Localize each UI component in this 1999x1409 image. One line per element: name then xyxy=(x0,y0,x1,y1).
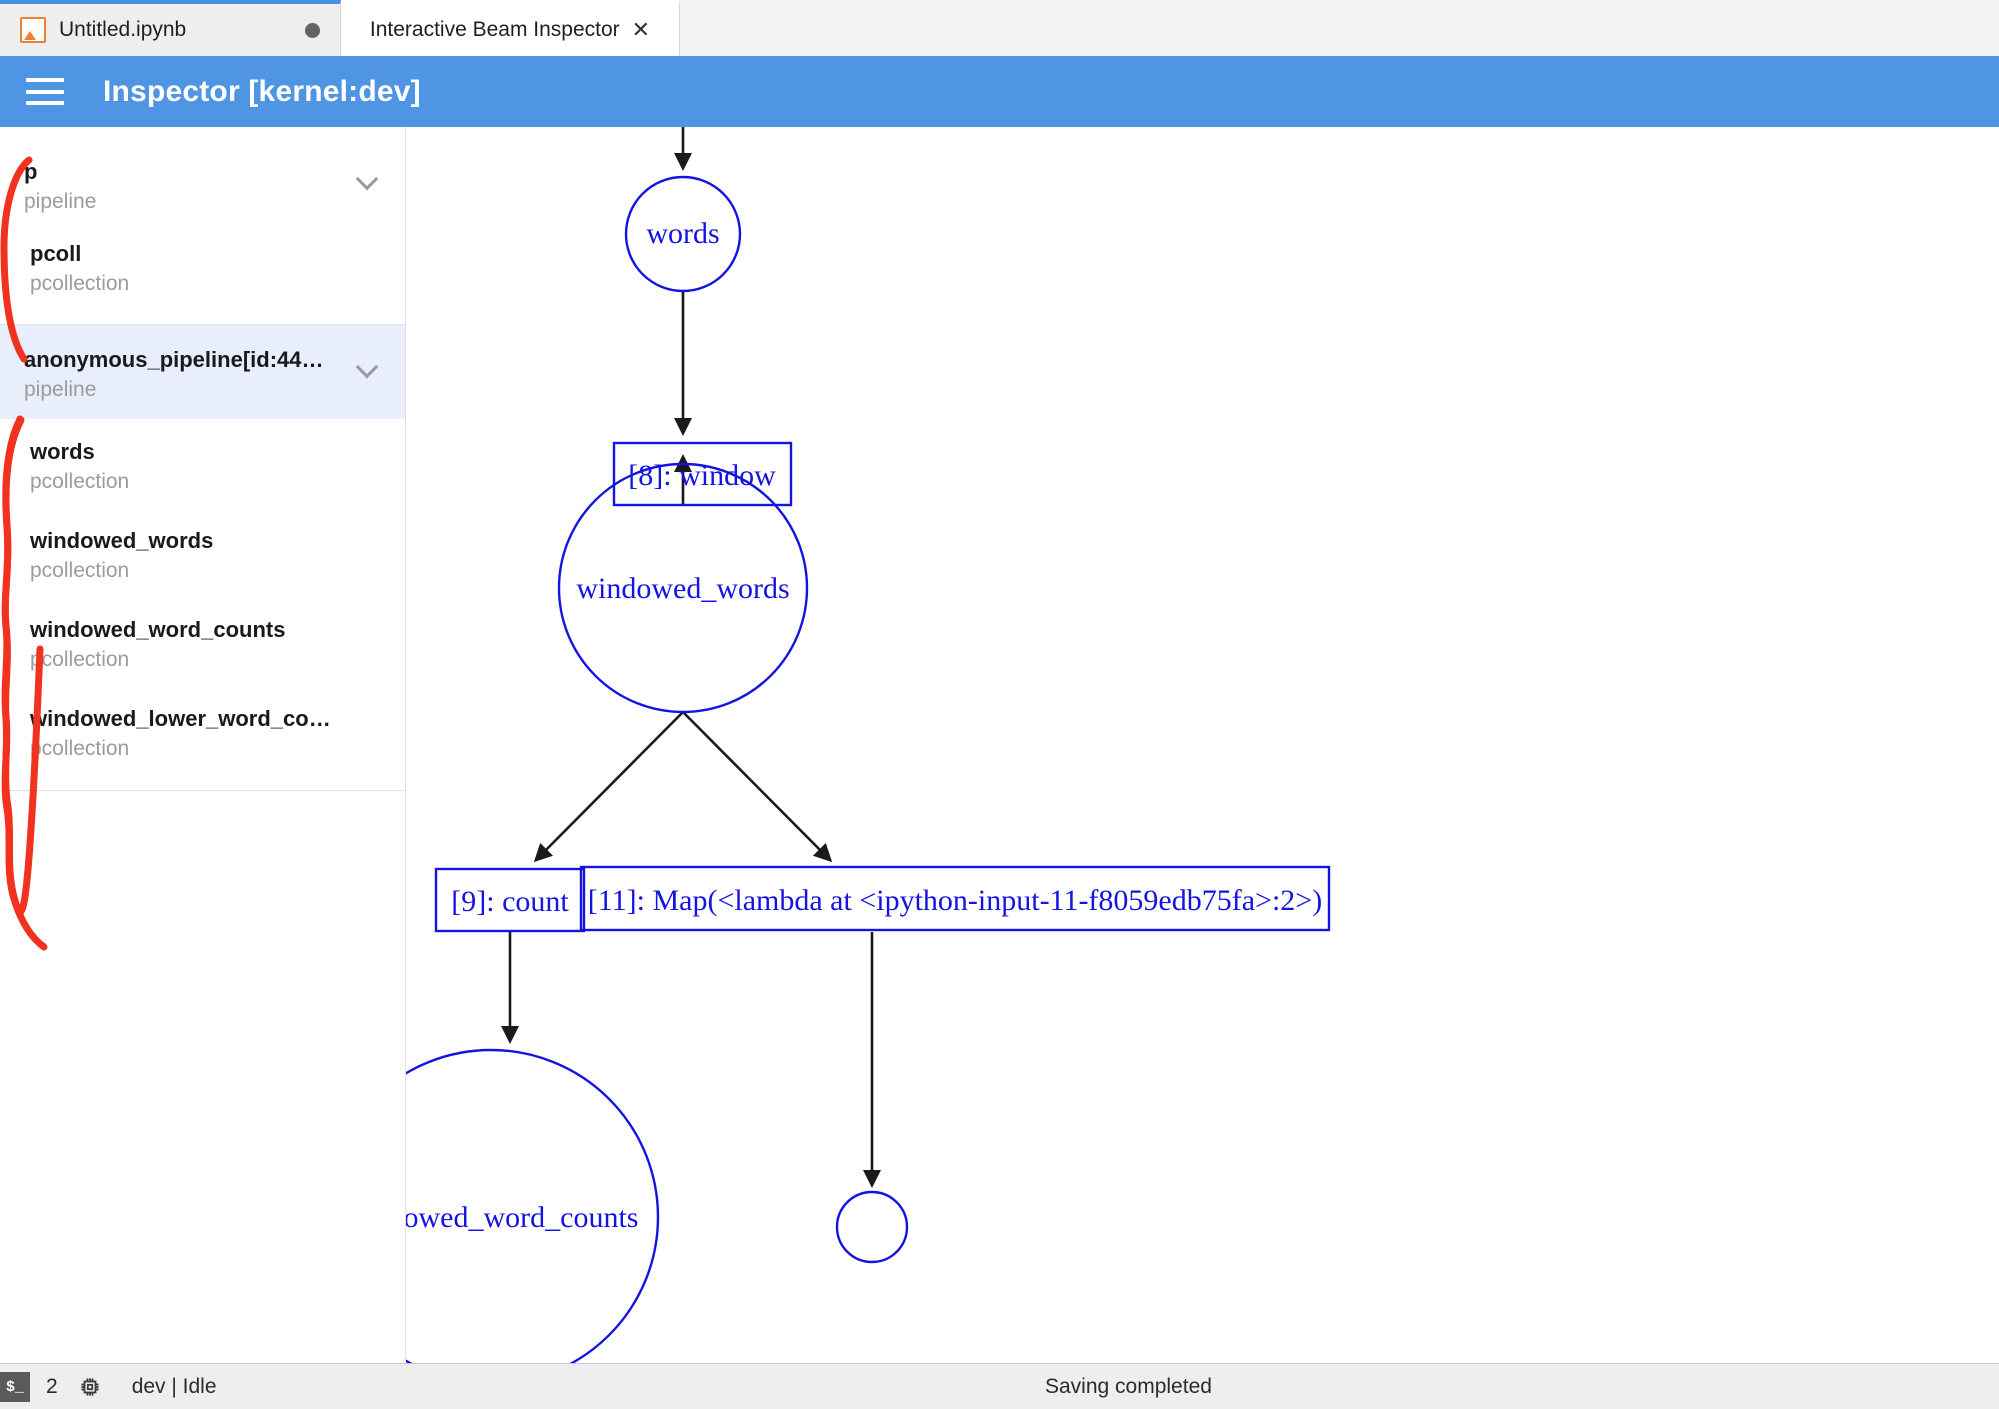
kernel-status[interactable]: dev | Idle xyxy=(131,1375,217,1398)
sidebar-item-windowed-words-name: windowed_words xyxy=(30,528,214,554)
sidebar-item-words[interactable]: words pcollection xyxy=(0,419,405,508)
sidebar-group-default-pipeline: p pipeline pcoll pcollection xyxy=(0,127,405,326)
node-map[interactable]: [11]: Map(<lambda at <ipython-input-11-f… xyxy=(579,865,1331,932)
sidebar-item-p[interactable]: p pipeline xyxy=(0,133,405,228)
node-words-label: words xyxy=(646,217,719,250)
unsaved-changes-dot-icon[interactable] xyxy=(305,22,320,38)
sidebar-item-windowed-words[interactable]: windowed_words pcollection xyxy=(0,508,405,597)
node-count[interactable]: [9]: count xyxy=(434,867,586,933)
inspector-header: Inspector [kernel:dev] xyxy=(0,56,1999,127)
node-map-label: [11]: Map(<lambda at <ipython-input-11-f… xyxy=(588,884,1322,917)
sidebar-item-anonymous-pipeline-kind: pipeline xyxy=(24,377,97,401)
sidebar-item-windowed-words-kind: pcollection xyxy=(30,559,130,583)
tab-inspector-label: Interactive Beam Inspector xyxy=(369,18,620,41)
node-windowed-words[interactable]: windowed_words xyxy=(557,462,809,714)
sidebar-item-pcoll-name: pcoll xyxy=(30,241,82,267)
sidebar-item-windowed-word-counts-kind: pcollection xyxy=(30,648,130,672)
sidebar-item-anonymous-pipeline-name: anonymous_pipeline[id:44516… xyxy=(24,347,361,373)
tab-bar: Untitled.ipynb Interactive Beam Inspecto… xyxy=(0,0,1999,57)
tab-untitled-ipynb[interactable]: Untitled.ipynb xyxy=(0,0,341,56)
node-windowed-words-label: windowed_words xyxy=(576,572,789,605)
sidebar-item-p-kind: pipeline xyxy=(24,189,97,213)
tab-untitled-label: Untitled.ipynb xyxy=(59,18,187,41)
node-lower-result[interactable] xyxy=(835,1190,909,1264)
sidebar-item-windowed-word-counts[interactable]: windowed_word_counts pcollection xyxy=(0,597,405,686)
inspector-body: p pipeline pcoll pcollection anonymous_p… xyxy=(0,127,1999,1363)
sidebar-item-pcoll[interactable]: pcoll pcollection xyxy=(0,228,405,310)
page-title: Inspector [kernel:dev] xyxy=(103,74,421,108)
chevron-down-icon[interactable] xyxy=(357,359,379,371)
notebook-icon xyxy=(20,17,46,43)
save-status: Saving completed xyxy=(1045,1375,1212,1398)
chevron-down-icon[interactable] xyxy=(357,171,379,183)
sidebar-item-p-name: p xyxy=(24,159,38,184)
sidebar-item-pcoll-kind: pcollection xyxy=(30,271,130,295)
sidebar-item-anonymous-pipeline[interactable]: anonymous_pipeline[id:44516… pipeline xyxy=(0,325,405,420)
graph-nodes[interactable]: words [8]: window windowed_words [9]: co… xyxy=(406,175,1331,1363)
sidebar-group-anonymous-pipeline: anonymous_pipeline[id:44516… pipeline wo… xyxy=(0,325,405,791)
node-words[interactable]: words xyxy=(624,175,742,293)
sidebar-item-words-name: words xyxy=(30,439,95,465)
node-windowed-word-counts-label: windowed_word_counts xyxy=(406,1201,638,1234)
sidebar-item-windowed-lower-word-counts-kind: pcollection xyxy=(30,737,130,761)
close-icon[interactable]: ✕ xyxy=(631,17,651,42)
terminal-count: 2 xyxy=(46,1375,58,1398)
terminal-icon[interactable]: $_ xyxy=(0,1372,30,1402)
hamburger-icon[interactable] xyxy=(26,78,64,105)
node-count-label: [9]: count xyxy=(451,885,569,918)
sidebar-item-windowed-word-counts-name: windowed_word_counts xyxy=(30,617,286,643)
node-windowed-word-counts[interactable]: windowed_word_counts xyxy=(406,1048,660,1363)
pipeline-dag-svg: words [8]: window windowed_words [9]: co… xyxy=(406,127,1331,1363)
chip-icon[interactable] xyxy=(78,1375,102,1399)
sidebar-item-windowed-lower-word-counts-name: windowed_lower_word_counts xyxy=(30,706,356,732)
graph-edges xyxy=(500,127,882,1189)
inspectables-sidebar[interactable]: p pipeline pcoll pcollection anonymous_p… xyxy=(0,127,406,1363)
edge-windowed-words-to-map xyxy=(682,711,833,863)
sidebar-item-words-kind: pcollection xyxy=(30,470,130,494)
tab-untitled-content: Untitled.ipynb xyxy=(20,17,186,43)
status-bar: $_ 2 dev | Idle Saving completed xyxy=(0,1363,1999,1409)
pipeline-graph-canvas[interactable]: words [8]: window windowed_words [9]: co… xyxy=(406,127,1999,1363)
sidebar-item-windowed-lower-word-counts[interactable]: windowed_lower_word_counts pcollection xyxy=(0,686,405,775)
edge-windowed-words-to-count xyxy=(533,711,684,863)
tab-interactive-beam-inspector[interactable]: Interactive Beam Inspector ✕ xyxy=(341,0,680,56)
